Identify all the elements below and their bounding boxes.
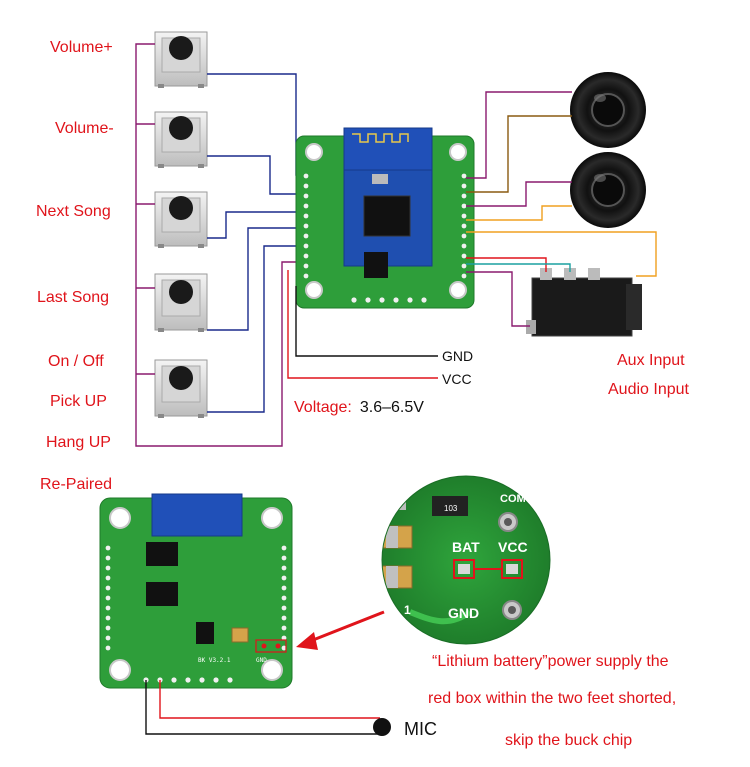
label-hang-up: Hang UP (46, 434, 111, 451)
tact-button-multifunction (154, 359, 208, 418)
bottom-board: BK V3.2.1 GND (99, 493, 293, 689)
note-line-1: “Lithium battery”power supply the (432, 653, 669, 670)
mic-wires (145, 680, 380, 735)
zoom-inset: BAT VCC GND COM 1 103 (381, 475, 551, 645)
voltage-label: Voltage (294, 399, 347, 416)
mic-capsule (373, 718, 391, 736)
board-version-label: BK V3.2.1 (198, 657, 231, 664)
board-gnd-label: GND (256, 657, 267, 664)
label-gnd: GND (442, 348, 473, 364)
callout-arrow (296, 610, 385, 650)
note-line-2: red box within the two feet shorted, (428, 690, 676, 707)
label-on-off: On / Off (48, 353, 104, 370)
speaker-bottom (570, 152, 646, 228)
label-vcc: VCC (442, 371, 472, 387)
zoom-num-label: 1 (404, 603, 411, 617)
speaker-wires (466, 91, 572, 221)
label-volume-up: Volume+ (50, 39, 113, 56)
label-pick-up: Pick UP (50, 393, 107, 410)
label-aux-input: Aux Input (617, 352, 685, 369)
voltage-line: Voltage:3.6–6.5V (294, 399, 424, 416)
aux-wires (466, 231, 657, 327)
tact-button-last-song (154, 273, 208, 332)
bluetooth-module-board (295, 127, 475, 309)
button-signal-wires (207, 73, 305, 413)
note-line-3: skip the buck chip (505, 732, 632, 749)
label-next-song: Next Song (36, 203, 111, 220)
label-mic: MIC (404, 719, 437, 739)
speaker-top (570, 72, 646, 148)
tact-button-next-song (154, 191, 208, 248)
label-audio-input: Audio Input (608, 381, 690, 398)
zoom-code-label: 103 (444, 504, 458, 513)
zoom-bat-label: BAT (452, 539, 480, 555)
aux-jack (526, 268, 642, 337)
tact-button-volume-up (154, 31, 208, 88)
label-volume-down: Volume- (55, 120, 114, 137)
zoom-vcc-label: VCC (498, 539, 528, 555)
voltage-sep: : (347, 399, 351, 416)
button-common-bus (135, 43, 302, 447)
label-last-song: Last Song (37, 289, 109, 306)
zoom-gnd-label: GND (448, 605, 479, 621)
voltage-value: 3.6–6.5V (360, 399, 424, 416)
label-re-paired: Re-Paired (40, 476, 112, 493)
zoom-com-label: COM (500, 493, 526, 505)
tact-button-volume-down (154, 111, 208, 168)
power-wires (287, 270, 438, 379)
